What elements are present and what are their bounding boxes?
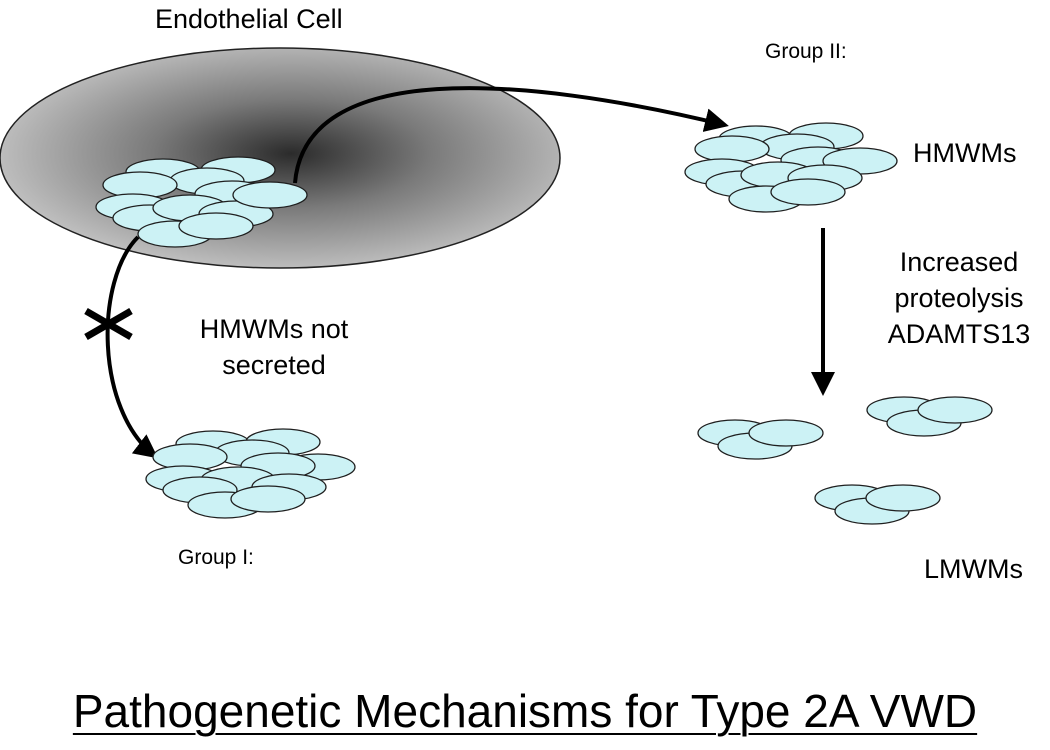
endothelial-cell (0, 47, 561, 269)
group1-multimer-cluster (145, 428, 356, 519)
secretion-arrow (293, 86, 729, 184)
lmwm-cluster-left (697, 419, 824, 460)
group2-label: Group II: (765, 40, 847, 63)
blocked-secretion-arrow (105, 235, 159, 459)
proteolysis-line3: ADAMTS13 (887, 319, 1031, 349)
blocked-x-icon (84, 307, 133, 341)
cell-multimer-cluster (95, 156, 308, 248)
proteolysis-line2: proteolysis (894, 283, 1024, 313)
page-title: Pathogenetic Mechanisms for Type 2A VWD (72, 685, 978, 737)
not-secreted-label: HMWMs not secreted (176, 311, 372, 383)
lmwm-cluster-right (866, 396, 993, 437)
group2-multimer-cluster (684, 122, 898, 213)
not-secreted-line1: HMWMs not (199, 314, 349, 344)
proteolysis-label: Increased proteolysis ADAMTS13 (874, 244, 1044, 352)
proteolysis-line1: Increased (899, 247, 1019, 277)
endothelial-cell-label: Endothelial Cell (155, 4, 343, 34)
group1-label: Group I: (178, 546, 254, 569)
not-secreted-line2: secreted (222, 350, 326, 380)
lmwms-label: LMWMs (924, 554, 1023, 584)
lmwm-cluster-bottom (814, 484, 941, 525)
group2-hmwms-label: HMWMs (913, 138, 1017, 168)
